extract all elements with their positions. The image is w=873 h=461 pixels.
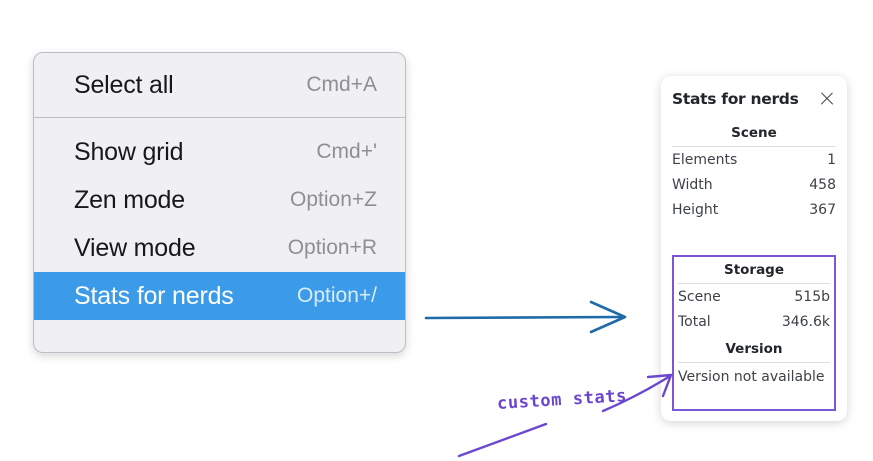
divider — [678, 362, 830, 363]
stat-value: 1 — [827, 151, 836, 168]
stat-key: Width — [672, 176, 713, 193]
stat-key: Elements — [672, 151, 738, 168]
menu-footer-spacer — [34, 320, 405, 342]
menu-separator — [34, 117, 405, 118]
stat-row-storage-scene: Scene 515b — [678, 284, 830, 309]
menu-item-label: Zen mode — [74, 185, 185, 214]
section-heading-version: Version — [725, 341, 783, 357]
menu-item-label: Select all — [74, 70, 174, 99]
close-icon[interactable] — [818, 90, 836, 108]
stat-value: 346.6k — [781, 313, 830, 330]
stats-for-nerds-panel: Stats for nerds Scene Elements 1 Width 4… — [661, 76, 847, 421]
version-note: Version not available — [678, 368, 825, 385]
menu-item-label: Stats for nerds — [74, 281, 234, 310]
section-heading-storage: Storage — [723, 262, 785, 278]
menu-item-shortcut: Option+/ — [297, 284, 377, 307]
stat-value: 367 — [809, 201, 836, 218]
context-menu-group-1: Select all Cmd+A — [34, 53, 405, 117]
menu-item-zen-mode[interactable]: Zen mode Option+Z — [34, 176, 405, 224]
stat-key: Height — [672, 201, 719, 218]
stat-row-height: Height 367 — [672, 197, 836, 222]
menu-item-label: Show grid — [74, 137, 184, 166]
menu-item-shortcut: Cmd+A — [306, 73, 377, 96]
stat-row-width: Width 458 — [672, 172, 836, 197]
stat-value: 515b — [794, 288, 830, 305]
menu-item-show-grid[interactable]: Show grid Cmd+' — [34, 128, 405, 176]
context-menu: Select all Cmd+A Show grid Cmd+' Zen mod… — [33, 52, 406, 353]
stat-row-storage-total: Total 346.6k — [678, 309, 830, 334]
annotation-label-custom-stats: custom stats — [496, 386, 628, 414]
stat-key: Scene — [678, 288, 721, 305]
custom-stats-region: Storage Scene 515b Total 346.6k Version … — [672, 255, 836, 390]
stat-value: 458 — [809, 176, 836, 193]
stats-panel-header: Stats for nerds — [672, 76, 836, 118]
stats-panel-title: Stats for nerds — [672, 90, 799, 108]
menu-item-select-all[interactable]: Select all Cmd+A — [34, 61, 405, 109]
menu-item-shortcut: Cmd+' — [316, 140, 377, 163]
menu-item-stats-for-nerds[interactable]: Stats for nerds Option+/ — [34, 272, 405, 320]
divider — [678, 283, 830, 284]
divider — [672, 146, 836, 147]
context-menu-group-2: Show grid Cmd+' Zen mode Option+Z View m… — [34, 118, 405, 342]
menu-item-shortcut: Option+R — [287, 236, 377, 259]
menu-item-shortcut: Option+Z — [290, 188, 377, 211]
stat-key: Total — [678, 313, 711, 330]
purple-stroke — [457, 422, 548, 458]
blue-arrow — [424, 300, 627, 334]
section-heading-scene: Scene — [731, 125, 777, 141]
menu-item-view-mode[interactable]: View mode Option+R — [34, 224, 405, 272]
menu-item-label: View mode — [74, 233, 196, 262]
stat-row-elements: Elements 1 — [672, 147, 836, 172]
